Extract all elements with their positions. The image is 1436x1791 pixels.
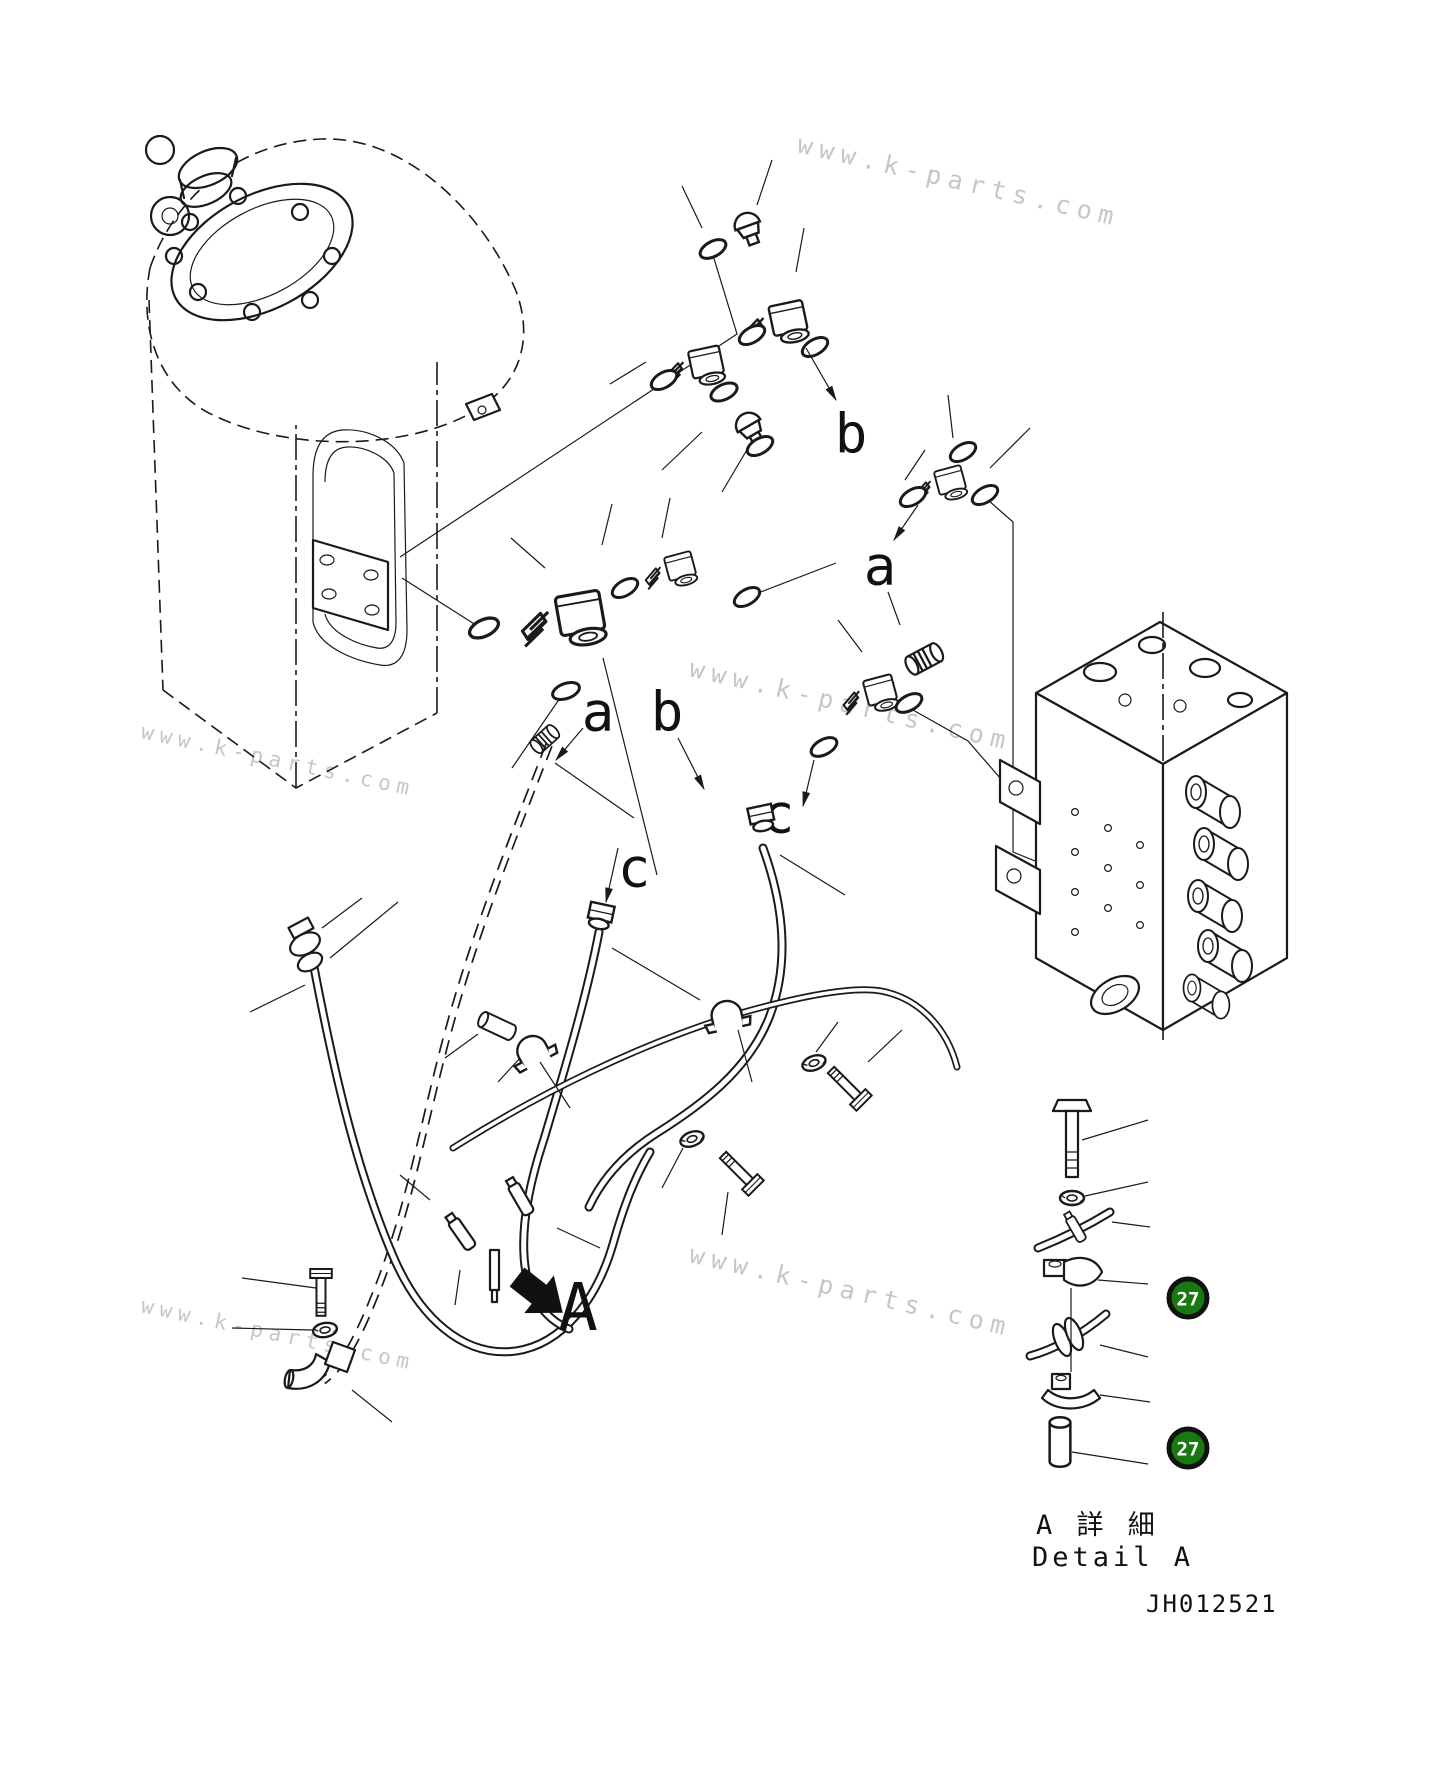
o-ring [806,732,842,762]
bolt-washer-mid [661,1127,765,1236]
straight-fitting [901,640,947,678]
detail-a-arrow-icon [509,1267,563,1314]
middle-fitting-cluster: a b [464,497,837,876]
o-ring [695,234,731,264]
clamp-pin [488,1248,501,1304]
callout-upper-b: b [805,347,868,466]
detail-hose-with-clip [1033,1207,1151,1253]
detail-clamp-lower [1040,1372,1151,1410]
plug-fitting [729,208,768,250]
detail-a-column: 27 27 A 詳 細 Detail A [1025,1098,1210,1573]
o-ring [967,480,1003,510]
tank-bracket [464,392,502,422]
o-ring [945,437,981,467]
leader-tank-to-mid-cluster [401,577,480,628]
callout-arrow [805,347,837,402]
hose-band-clamp [442,1210,478,1253]
hex-bolt [822,1061,873,1112]
part-ref-badge-label: 27 [1177,1439,1200,1461]
watermark-text: www.k-parts.com [139,719,418,801]
callout-mid-b: b [651,681,705,791]
callout-detail-a: A [509,1267,598,1346]
o-ring [734,320,770,350]
drawing-number: JH012521 [1146,1590,1278,1618]
upper-fitting-cluster: b [609,159,868,493]
callout-arrow [893,504,919,542]
watermark-text: www.k-parts.com [687,1240,1016,1343]
detail-spacer-tube [1048,1416,1149,1468]
callout-right-c: c [762,759,815,846]
detail-a-title-jp: A 詳 細 [1036,1510,1159,1541]
valve-port-block [998,758,1042,826]
spacer-tube [475,1009,519,1043]
callout-mid-a: a [554,681,635,819]
hose-c [519,900,701,1334]
banjo-fitting [287,916,324,973]
control-valve [994,612,1289,1040]
callout-arrow [677,737,705,791]
hex-bolt [309,1268,333,1317]
o-ring [464,612,504,644]
watermark-text: www.k-parts.com [139,1293,418,1375]
bolt-washer-right [799,1021,903,1112]
hard-tube [449,986,961,1152]
hose-nut [584,900,616,933]
hose-elbow-end [283,1340,357,1390]
elbow-fitting [640,549,700,596]
tank-filler-cap [144,134,239,237]
lower-clamp-cluster [399,1174,601,1306]
callout-right-a: a [864,504,919,598]
o-ring [646,365,682,395]
bolt-washer-left [231,1268,393,1423]
callout-label-c: c [618,837,651,900]
hose-assembly: A [231,722,961,1423]
hex-bolt [714,1146,765,1197]
callout-label-a: a [864,535,897,598]
part-ref-badge-2[interactable]: 27 [1166,1426,1210,1470]
detail-clamp-upper [1042,1256,1149,1287]
elbow-fitting [516,588,609,657]
detail-a-title-en: Detail A [1032,1542,1194,1573]
hydraulic-tank [144,134,738,789]
callout-label-a: a [582,681,615,744]
callout-label-b: b [835,403,868,466]
banjo-hose [249,897,655,1357]
o-ring [729,582,765,612]
watermark-text: www.k-parts.com [795,130,1124,233]
phantom-hose [283,722,563,1390]
hose-b [584,802,846,1212]
callout-label-A: A [558,1269,598,1346]
detail-bolt [1051,1098,1149,1179]
part-ref-badge-1[interactable]: 27 [1166,1276,1210,1320]
part-ref-badge-label: 27 [1177,1289,1200,1311]
spring-washer [677,1127,707,1151]
callout-label-b: b [651,681,684,744]
tank-lid [164,182,354,322]
detail-hose-with-band [1025,1309,1149,1361]
tank-cutout [312,429,408,666]
leader-to-hose-b [602,657,658,876]
spring-washer [799,1051,829,1075]
leader-tank-to-upper-cluster [399,251,738,558]
tank-mount-plate [311,538,390,632]
callout-arrow [802,759,815,808]
callout-arrow [555,727,584,761]
o-ring [548,677,584,705]
o-ring [607,573,643,603]
valve-port-block [994,844,1042,916]
hose-connector [527,722,563,757]
o-ring [895,482,931,512]
callout-arrow [605,847,619,904]
callout-lower-c: c [605,837,651,904]
detail-lock-washer [1058,1181,1149,1207]
